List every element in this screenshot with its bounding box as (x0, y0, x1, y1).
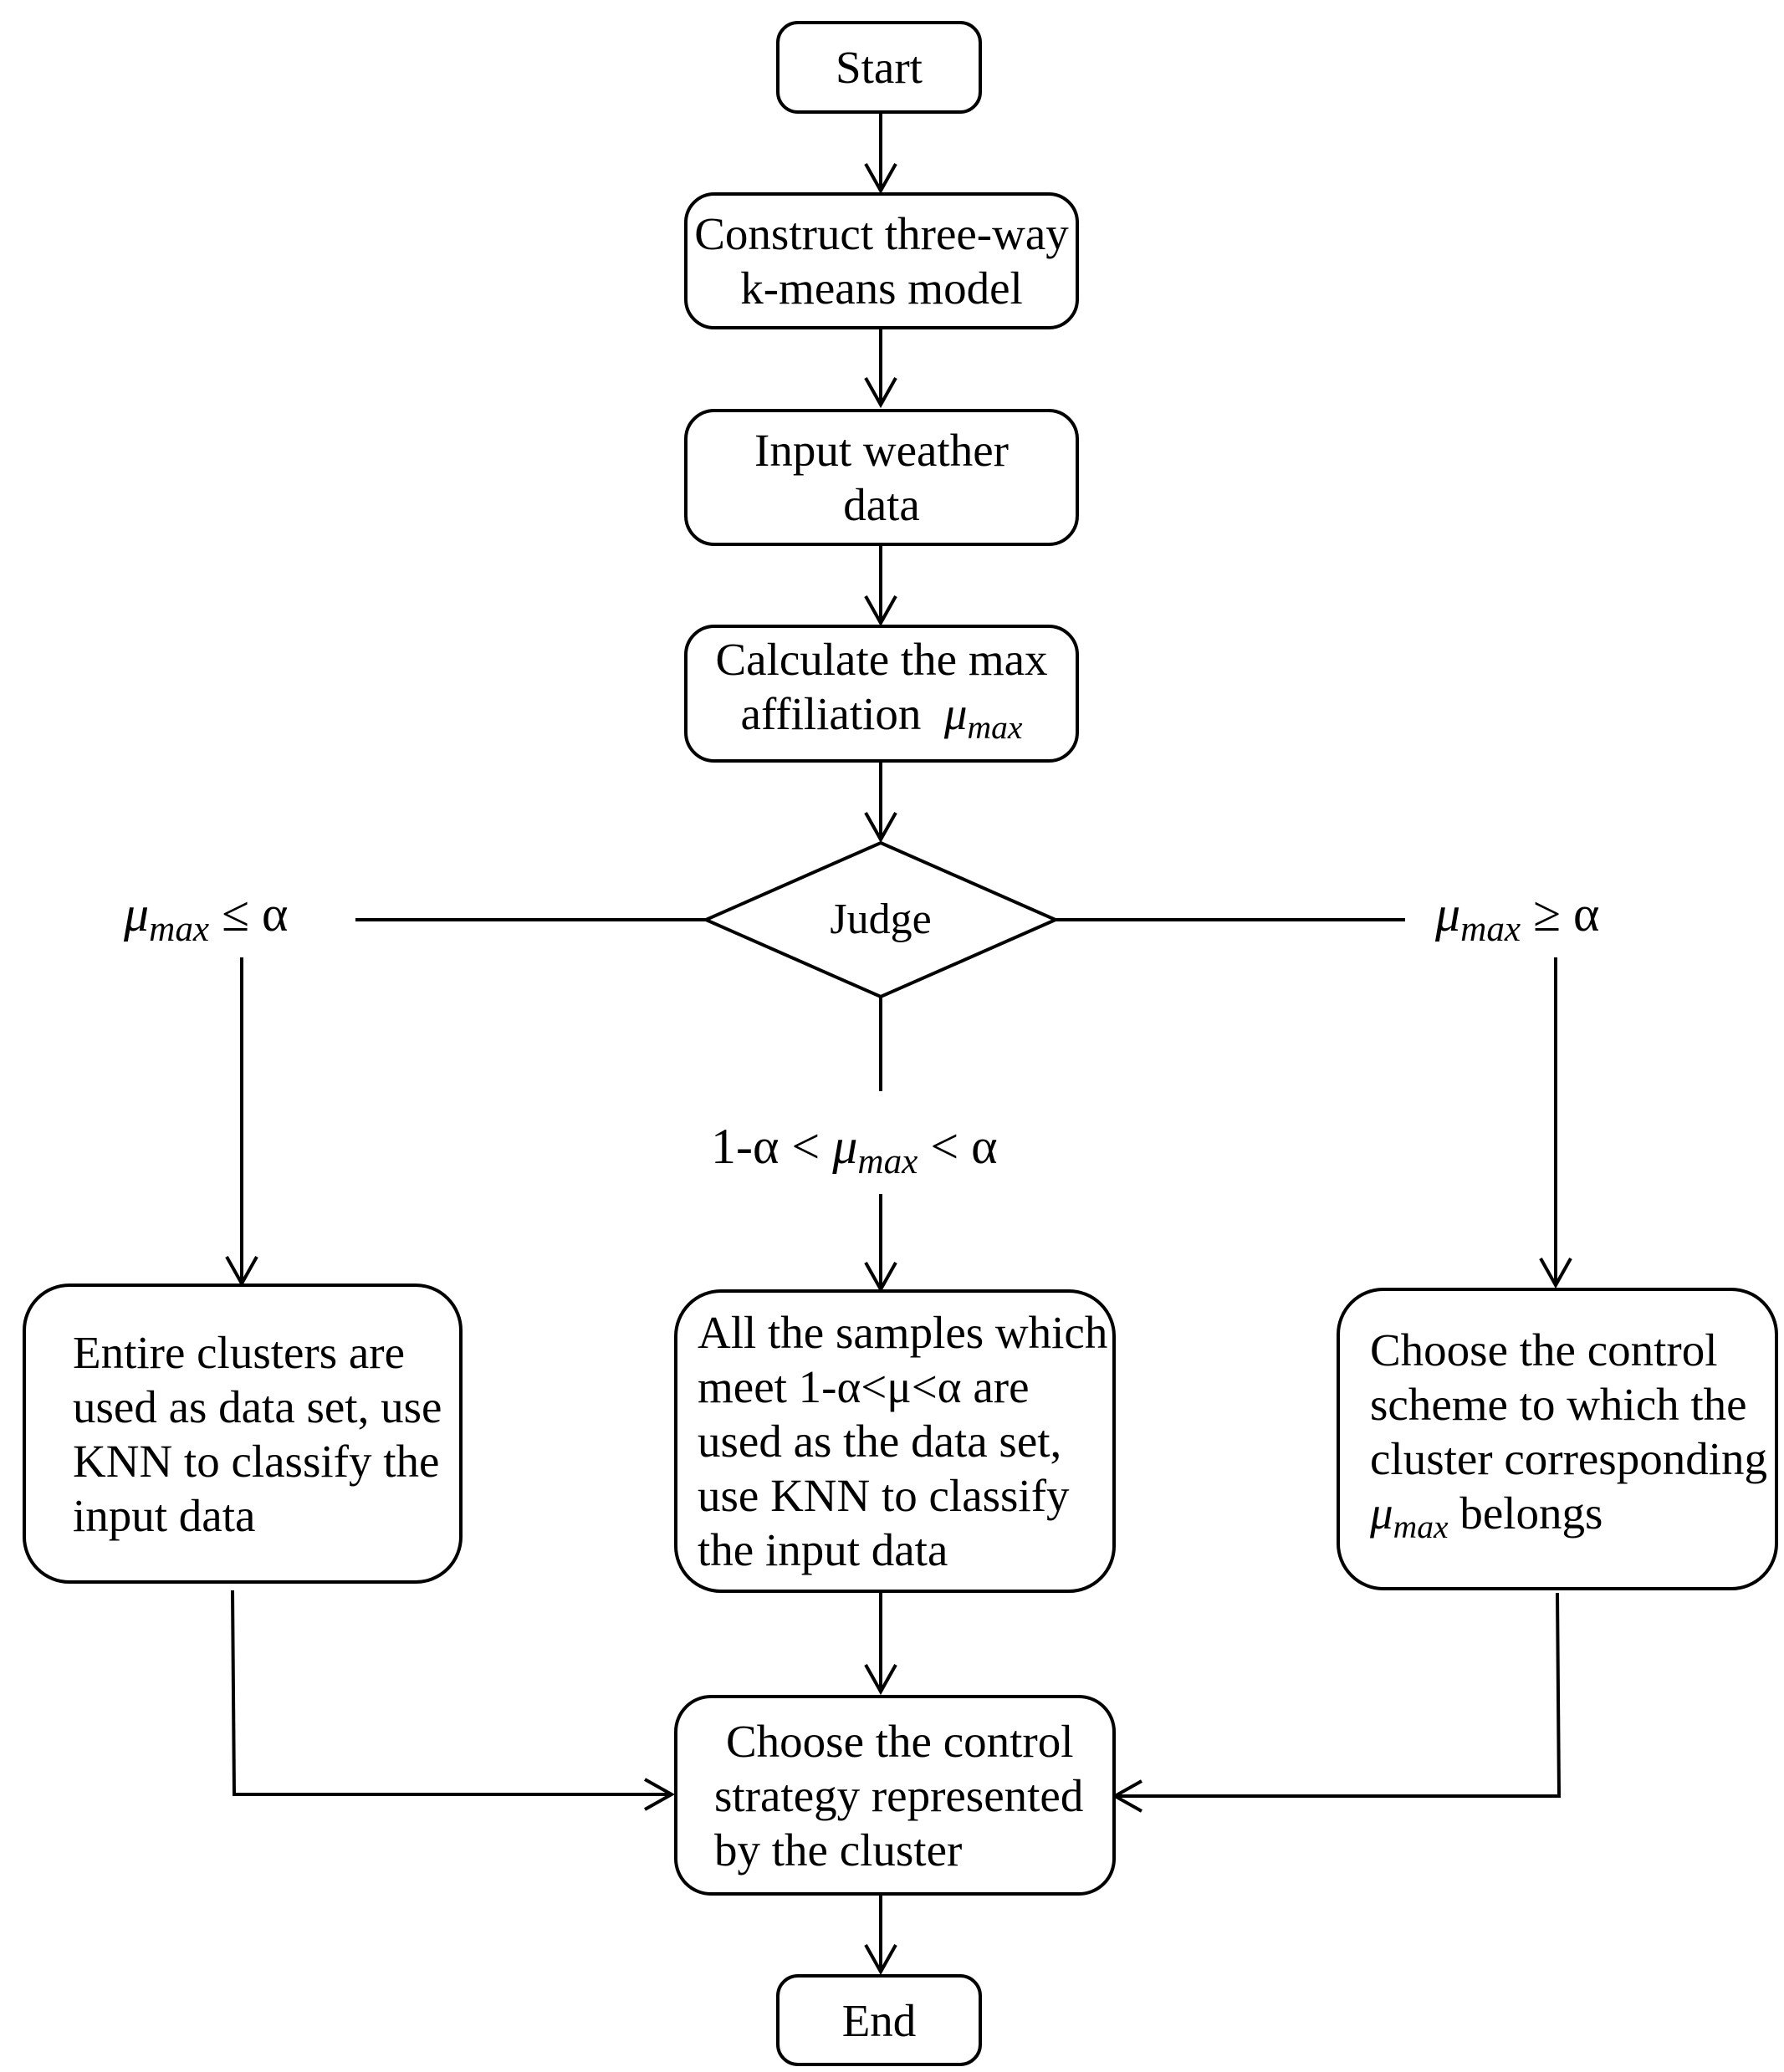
mu-max-symbol: μmax (124, 886, 210, 950)
condition-left-rest: ≤ α (222, 886, 289, 942)
mu-max-symbol: μmax (832, 1119, 918, 1182)
mu-max-symbol: μmax (1370, 1488, 1449, 1546)
strategy-line-1: Choose the control (726, 1715, 1074, 1767)
calculate-affiliation-node: Calculate the max affiliation μmax (684, 625, 1079, 763)
knn-entire-clusters-node: Entire clusters are used as data set, us… (23, 1284, 463, 1584)
condition-middle: 1-α < μmax < α (711, 1117, 998, 1192)
input-label-line-2: data (843, 479, 920, 530)
calculate-label-affiliation: affiliation (740, 687, 922, 739)
right-box-line-4: μmax belongs (1370, 1486, 1603, 1554)
left-box-line-1: Entire clusters are (73, 1326, 406, 1378)
condition-right: μmax ≥ α (1435, 885, 1599, 959)
calculate-label-line-1: Calculate the max (715, 633, 1048, 685)
input-label-line-1: Input weather (754, 425, 1009, 476)
arrow-right-box-to-strategy (1111, 1592, 1562, 1813)
construct-model-node: Construct three-way k-means model (684, 192, 1079, 329)
condition-left: μmax ≤ α (124, 885, 288, 959)
knn-uncertain-samples-node: All the samples which meet 1-α<μ<α are u… (674, 1289, 1116, 1593)
construct-label-line-1: Construct three-way (694, 208, 1069, 259)
middle-box-line-5: the input data (698, 1524, 948, 1575)
right-box-line-2: scheme to which the (1370, 1379, 1747, 1431)
arrow-left-box-to-strategy (231, 1590, 676, 1811)
condition-right-rest: ≥ α (1533, 886, 1600, 942)
construct-label-line-2: k-means model (740, 263, 1023, 314)
input-weather-node: Input weather data (684, 409, 1079, 546)
mu-max-symbol: μmax (943, 687, 1023, 747)
middle-box-line-4: use KNN to classify (698, 1470, 1070, 1521)
end-node: End (776, 1974, 982, 2066)
middle-box-line-1: All the samples which (698, 1307, 1108, 1358)
strategy-line-3: by the cluster (714, 1824, 963, 1876)
choose-control-scheme-node: Choose the control scheme to which the c… (1337, 1288, 1778, 1590)
start-label: Start (836, 42, 923, 93)
right-box-line-1: Choose the control (1370, 1324, 1718, 1376)
right-box-line-3: cluster corresponding (1370, 1433, 1767, 1485)
start-node: Start (776, 21, 982, 114)
condition-middle-rest: < α (930, 1119, 998, 1174)
middle-box-line-3: used as the data set, (698, 1416, 1062, 1467)
left-box-line-3: KNN to classify the (73, 1435, 440, 1487)
left-box-line-2: used as data set, use (73, 1380, 442, 1432)
mu-max-symbol: μmax (1435, 886, 1521, 950)
strategy-line-2: strategy represented (714, 1769, 1084, 1821)
judge-label: Judge (830, 896, 932, 943)
right-box-tail: belongs (1459, 1488, 1603, 1539)
calculate-label-line-2: affiliation μmax (741, 686, 1023, 755)
end-label: End (841, 1994, 917, 2046)
condition-middle-prefix: 1-α < (711, 1119, 820, 1174)
choose-control-strategy-node: Choose the control strategy represented … (674, 1695, 1116, 1896)
middle-box-line-2: meet 1-α<μ<α are (698, 1361, 1030, 1412)
left-box-line-4: input data (73, 1489, 256, 1541)
